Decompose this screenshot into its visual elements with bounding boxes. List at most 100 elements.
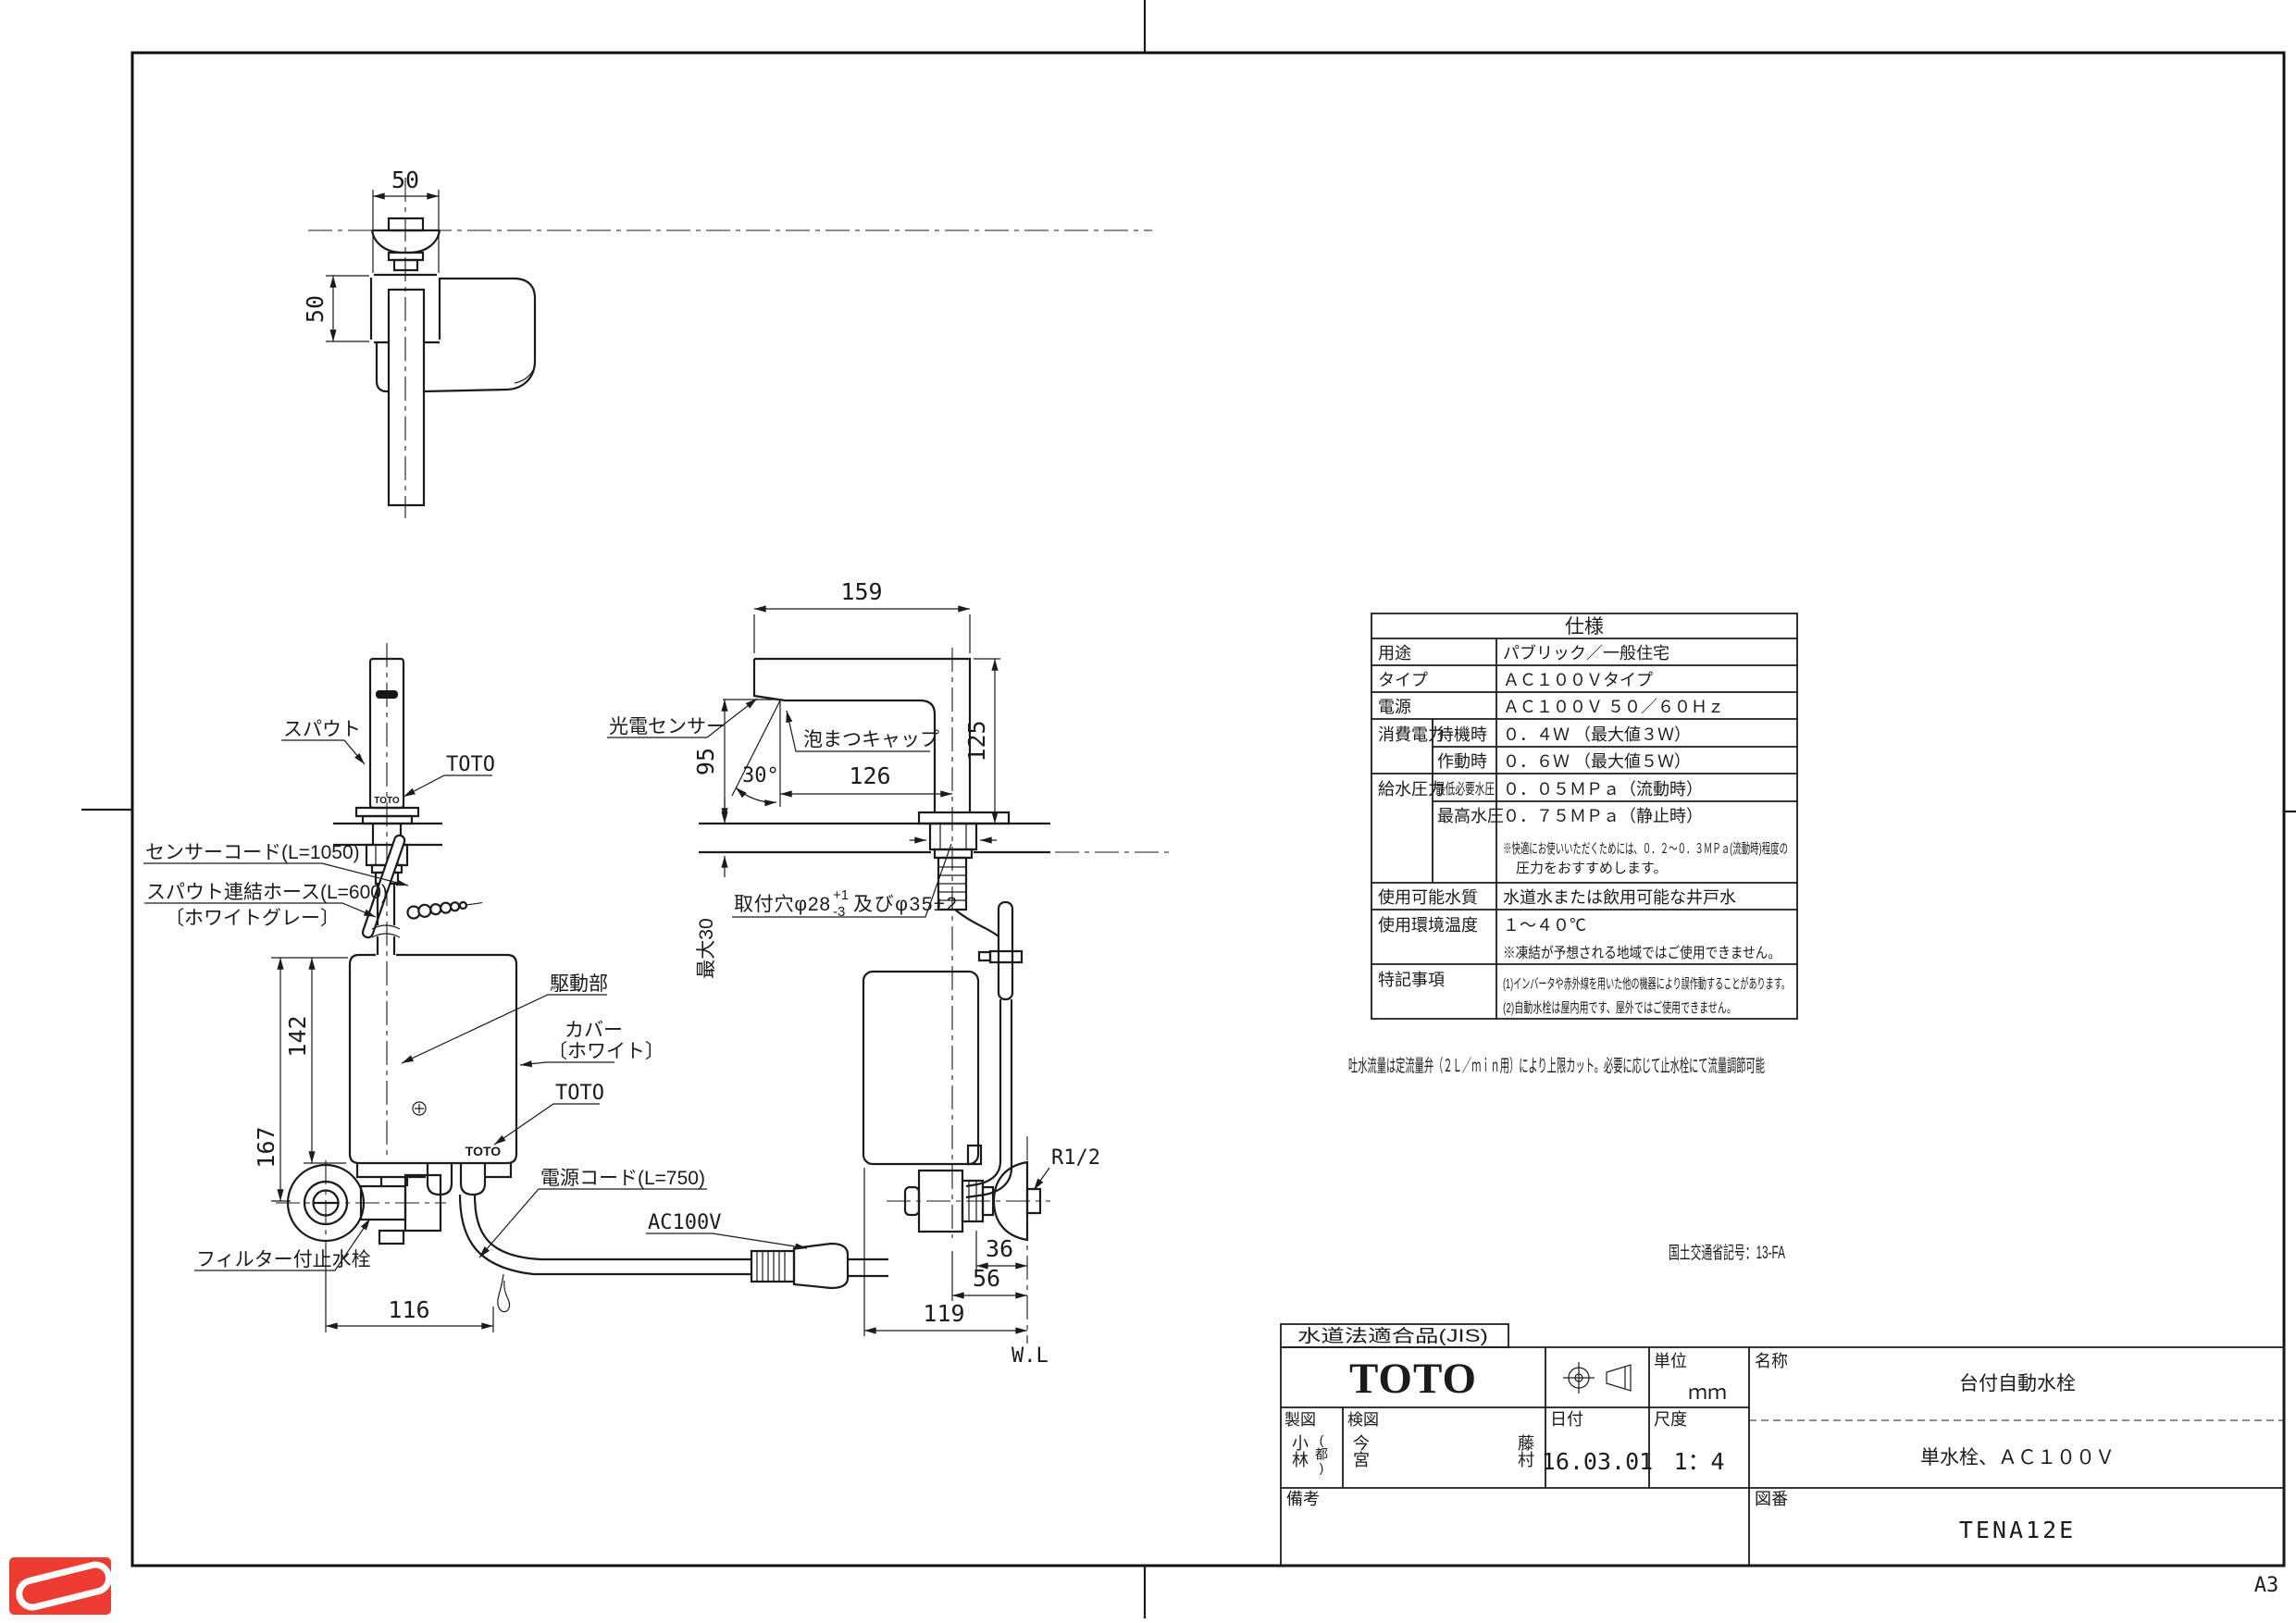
spec-sublabel: 最低必要水圧 [1435, 781, 1495, 798]
spec-sublabel: 最高水圧 [1437, 807, 1504, 825]
label-power-cord: 電源コード(L=750) [540, 1168, 705, 1189]
rect-shape [935, 849, 972, 858]
path-shape [966, 999, 1011, 1197]
path-shape [402, 995, 607, 1063]
sheet-format-label: A3 [2254, 1574, 2279, 1597]
name-label: 名称 [1755, 1352, 1788, 1370]
unit-value: ｍｍ [1688, 1382, 1727, 1404]
path-shape [144, 903, 376, 917]
label-sensor-cord: センサーコード(L=1050) [145, 842, 360, 863]
path-shape [479, 1189, 707, 1258]
path-shape [1281, 1347, 2284, 1566]
checker-label: 検図 [1347, 1411, 1379, 1429]
rect-shape [863, 972, 978, 1164]
sensor-cable-connector [407, 897, 484, 919]
pdf-viewer-logo-icon [9, 1557, 113, 1615]
rect-shape [930, 824, 976, 849]
dim-95: 95 [692, 748, 719, 775]
rect-shape [394, 260, 417, 270]
sheet-frame: A3 [81, 0, 2296, 1618]
spec-sublabel: 作動時 [1437, 752, 1487, 771]
spec-note: 圧力をおすすめします。 [1516, 861, 1668, 876]
circle-shape [450, 902, 459, 911]
product-type: 単水栓、ＡＣ１００Ｖ [1920, 1447, 2115, 1468]
path-shape [736, 787, 776, 807]
spec-label: 給水圧力 [1378, 780, 1445, 799]
drawing-number-label: 図番 [1755, 1490, 1788, 1508]
date-label: 日付 [1550, 1410, 1583, 1429]
top-view: 50 50 [302, 167, 1152, 518]
dim-119: 119 [923, 1300, 964, 1327]
path-shape [1371, 638, 1797, 964]
path-shape [498, 1274, 510, 1312]
brand-logo: TOTO [1349, 1355, 1477, 1403]
label-cover-1: カバー [565, 1020, 623, 1041]
path-shape [754, 659, 970, 812]
path-shape [757, 1251, 785, 1282]
side-view: 取付穴φ28 +1 -3 及びφ35±2 光電センサー 泡まつキャップ R1/2… [607, 578, 1173, 1368]
label-drive-unit: 駆動部 [550, 973, 608, 995]
path-shape [1034, 1168, 1049, 1190]
dim-167: 167 [253, 1126, 279, 1168]
spec-label: 消費電力 [1378, 725, 1445, 744]
top-dim-height: 50 [302, 295, 329, 323]
path-shape [955, 910, 999, 936]
path-shape [607, 699, 757, 737]
jis-label: 水道法適合品(JIS) [1297, 1326, 1488, 1346]
spec-sublabel: 待機時 [1437, 725, 1487, 744]
circle-shape [418, 904, 432, 918]
path-shape [377, 343, 389, 391]
rect-shape [1281, 1347, 2284, 1566]
spec-value: ０．７５ＭＰａ（静止時） [1503, 807, 1703, 825]
spout-logo: TOTO [374, 796, 400, 806]
spec-label: 電源 [1378, 698, 1411, 716]
path-shape [281, 740, 365, 764]
path-shape [732, 844, 951, 917]
dim-angle-30: 30° [742, 764, 779, 787]
path-shape [381, 1177, 407, 1186]
rect-shape [968, 1146, 981, 1164]
path-shape [994, 1162, 1027, 1240]
label-photo-sensor: 光電センサー [609, 716, 726, 737]
label-foam-cap: 泡まつキャップ [803, 729, 939, 750]
spec-value: ＡＣ１００Ｖ ５０／６０Ｈｚ [1503, 698, 1724, 716]
path-shape [350, 955, 516, 1163]
path-shape [786, 711, 930, 751]
spec-value: パブリック／一般住宅 [1503, 643, 1669, 663]
label-filter-valve: フィルター付止水栓 [196, 1249, 371, 1270]
drafter-sub: (都) [1314, 1432, 1329, 1475]
spec-label: タイプ [1378, 671, 1428, 689]
g-shape [16, 1561, 113, 1611]
path-shape [699, 824, 1050, 852]
rect-shape [751, 1251, 794, 1282]
label-r-half: R1/2 [1051, 1146, 1100, 1170]
spec-value: ０．６Ｗ （最大値５Ｗ） [1503, 752, 1691, 771]
path-shape [378, 884, 394, 955]
drawing-number: TENA12E [1959, 1517, 2076, 1543]
rect-shape [22, 1567, 106, 1604]
spec-value: ０．０５ＭＰａ（流動時） [1503, 780, 1703, 799]
ministry-code: 国土交通省記号：13-FA [1669, 1243, 1785, 1263]
projection-symbol-icon [1563, 1362, 1631, 1394]
mount-hole-tol-plus: +1 [833, 887, 849, 903]
spec-note: ※凍結が予想される地域ではご使用できません。 [1503, 945, 1781, 961]
unit-label: 単位 [1654, 1352, 1687, 1370]
label-hose-1: スパウト連結ホース(L=600) [146, 882, 388, 903]
path-shape [940, 824, 966, 849]
path-shape [732, 700, 780, 807]
rect-shape [1371, 613, 1797, 1019]
spec-label: 用途 [1378, 644, 1411, 663]
path-shape [1563, 1362, 1595, 1394]
spec-value: ＡＣ１００Ｖタイプ [1503, 671, 1653, 689]
rect-shape [979, 952, 990, 960]
spec-table: 仕様 用途 パブリック／一般住宅 タイプ ＡＣ１００Ｖタイプ 電源 ＡＣ１００Ｖ… [1371, 613, 1797, 1019]
path-shape [403, 775, 492, 797]
path-shape [794, 1244, 848, 1288]
label-toto-upper: TOTO [446, 753, 495, 776]
dim-159: 159 [840, 578, 882, 605]
circle-shape [413, 1102, 426, 1115]
path-shape [371, 275, 440, 342]
path-shape [424, 279, 535, 391]
label-mount-hole-2: 及びφ35±2 [853, 894, 957, 915]
